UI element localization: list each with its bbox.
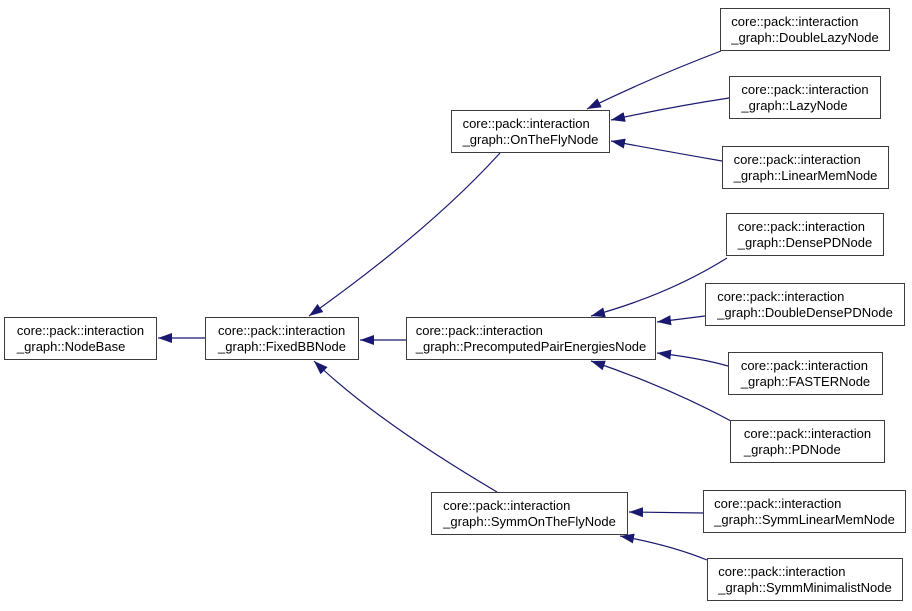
class-node-DoubleLazyNode[interactable]: core::pack::interaction_graph::DoubleLaz… (720, 8, 890, 51)
class-node-DoubleDensePDNode[interactable]: core::pack::interaction_graph::DoubleDen… (705, 283, 905, 326)
class-node-label: core::pack::interaction_graph::SymmOnThe… (443, 498, 616, 530)
edge-DensePDNode-to-PrecomputedPairEnergiesNode (590, 257, 728, 318)
class-node-label: core::pack::interaction_graph::SymmMinim… (718, 564, 891, 596)
edge-LazyNode-to-OnTheFlyNode (610, 97, 730, 122)
class-node-LinearMemNode[interactable]: core::pack::interaction_graph::LinearMem… (722, 146, 889, 189)
class-node-label-line: _graph::FASTERNode (740, 373, 871, 389)
class-node-label-line: _graph::FixedBBNode (218, 338, 346, 354)
class-node-label-line: _graph::NodeBase (16, 338, 126, 354)
edge-SymmLinearMemNode-to-SymmOnTheFlyNode (628, 507, 704, 518)
edge-group (158, 50, 732, 561)
edge-DoubleDensePDNode-to-PrecomputedPairEnergiesNode (656, 315, 706, 326)
class-node-label-line: _graph::SymmOnTheFlyNode (443, 513, 616, 529)
class-node-label-line: _graph::OnTheFlyNode (462, 131, 599, 147)
edge-FASTERNode-to-PrecomputedPairEnergiesNode (656, 349, 729, 367)
edge-PDNode-to-PrecomputedPairEnergiesNode (590, 360, 732, 422)
class-node-label-line: core::pack::interaction (717, 288, 845, 304)
class-node-SymmOnTheFlyNode[interactable]: core::pack::interaction_graph::SymmOnThe… (431, 492, 628, 535)
class-node-label: core::pack::interaction_graph::OnTheFlyN… (463, 116, 599, 148)
class-node-label: core::pack::interaction_graph::Precomput… (416, 323, 647, 355)
class-node-SymmLinearMemNode[interactable]: core::pack::interaction_graph::SymmLinea… (703, 490, 906, 533)
class-node-label-line: _graph::LazyNode (741, 97, 848, 113)
class-node-label-line: core::pack::interaction (741, 81, 869, 97)
class-node-label: core::pack::interaction_graph::DoubleDen… (717, 289, 893, 321)
edge-LinearMemNode-to-OnTheFlyNode (610, 138, 723, 162)
class-node-label: core::pack::interaction_graph::LinearMem… (734, 152, 878, 184)
class-node-FASTERNode[interactable]: core::pack::interaction_graph::FASTERNod… (728, 352, 883, 395)
class-node-label-line: core::pack::interaction (737, 218, 865, 234)
class-node-label: core::pack::interaction_graph::DoubleLaz… (731, 14, 878, 46)
class-node-label-line: core::pack::interaction (714, 495, 842, 511)
class-node-label: core::pack::interaction_graph::NodeBase (17, 323, 144, 355)
class-node-label-line: _graph::SymmLinearMemNode (714, 511, 895, 527)
class-node-NodeBase[interactable]: core::pack::interaction_graph::NodeBase (4, 317, 157, 360)
class-node-label-line: core::pack::interaction (443, 497, 571, 513)
class-node-label-line: _graph::LinearMemNode (733, 167, 878, 183)
class-node-label-line: core::pack::interaction (718, 563, 846, 579)
class-node-label-line: core::pack::interaction (733, 151, 861, 167)
class-node-label-line: _graph::DoubleDensePDNode (717, 304, 893, 320)
class-node-label: core::pack::interaction_graph::DensePDNo… (738, 219, 872, 251)
class-node-label-line: _graph::PrecomputedPairEnergiesNode (415, 338, 647, 354)
class-node-OnTheFlyNode[interactable]: core::pack::interaction_graph::OnTheFlyN… (451, 110, 610, 153)
class-node-label: core::pack::interaction_graph::SymmLinea… (714, 496, 895, 528)
class-node-SymmMinimalistNode[interactable]: core::pack::interaction_graph::SymmMinim… (707, 558, 903, 601)
class-node-label-line: core::pack::interaction (740, 357, 868, 373)
class-node-PrecomputedPairEnergiesNode[interactable]: core::pack::interaction_graph::Precomput… (406, 317, 656, 360)
class-node-label-line: core::pack::interaction (218, 322, 346, 338)
class-node-label: core::pack::interaction_graph::LazyNode (741, 82, 868, 114)
class-node-label-line: _graph::SymmMinimalistNode (718, 579, 892, 595)
edge-SymmOnTheFlyNode-to-FixedBBNode (313, 360, 498, 493)
class-node-label-line: _graph::PDNode (743, 441, 841, 457)
class-node-label: core::pack::interaction_graph::FASTERNod… (741, 358, 870, 390)
class-node-LazyNode[interactable]: core::pack::interaction_graph::LazyNode (729, 76, 881, 119)
class-node-FixedBBNode[interactable]: core::pack::interaction_graph::FixedBBNo… (205, 317, 359, 360)
class-node-label-line: core::pack::interaction (731, 13, 859, 29)
class-node-label-line: core::pack::interaction (743, 425, 872, 441)
class-node-label-line: core::pack::interaction (415, 322, 543, 338)
edge-DoubleLazyNode-to-OnTheFlyNode (586, 50, 722, 110)
class-node-label-line: core::pack::interaction (16, 322, 145, 338)
class-node-label-line: _graph::DensePDNode (737, 234, 873, 250)
class-node-label: core::pack::interaction_graph::FixedBBNo… (218, 323, 346, 355)
edge-SymmMinimalistNode-to-SymmOnTheFlyNode (619, 533, 708, 561)
class-node-label-line: core::pack::interaction (462, 115, 590, 131)
class-node-label-line: _graph::DoubleLazyNode (731, 29, 879, 45)
class-node-PDNode[interactable]: core::pack::interaction_graph::PDNode (730, 420, 885, 463)
class-node-label: core::pack::interaction_graph::PDNode (744, 426, 871, 458)
class-node-DensePDNode[interactable]: core::pack::interaction_graph::DensePDNo… (726, 213, 884, 256)
edge-OnTheFlyNode-to-FixedBBNode (308, 152, 501, 317)
